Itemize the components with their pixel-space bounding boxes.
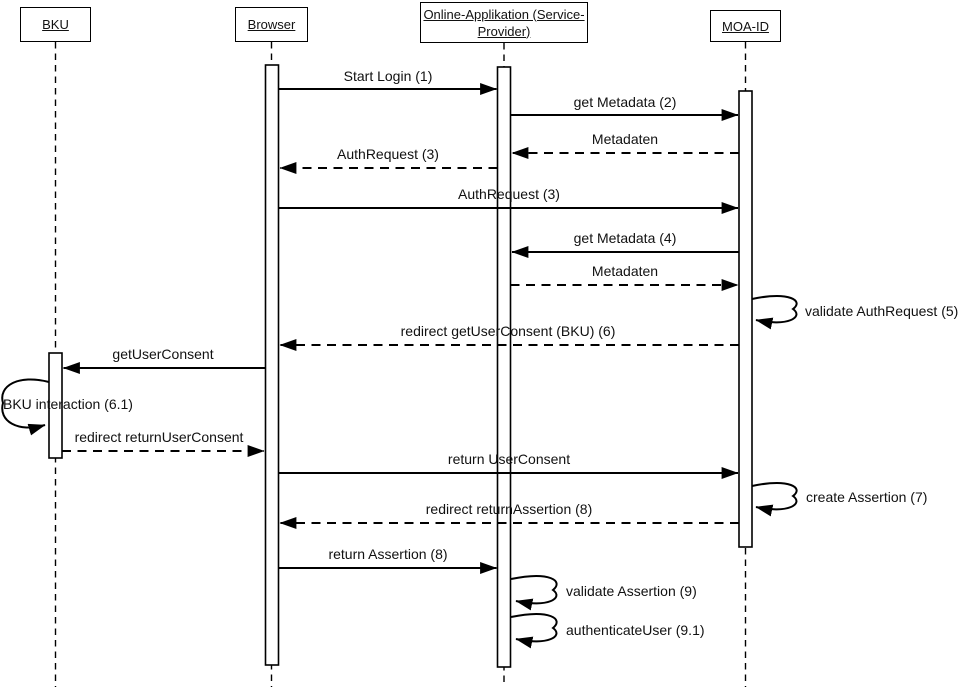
actor-label-online-applikation: Online-Applikation (Service-Provider) <box>423 6 585 39</box>
activation-bar-moa-id <box>738 90 753 548</box>
message-label-metadaten-2: Metadaten <box>591 263 659 279</box>
message-label-authrequest-3-to-moaid: AuthRequest (3) <box>458 186 560 202</box>
activation-bar-online-applikation <box>496 66 512 668</box>
actor-label-moa-id: MOA-ID <box>722 18 769 34</box>
message-label-validate-assertion: validate Assertion (9) <box>566 583 697 599</box>
message-label-return-userconsent: return UserConsent <box>447 451 571 467</box>
message-label-redirect-returnuserconsent: redirect returnUserConsent <box>74 429 244 445</box>
self-loop-authenticateuser <box>510 613 558 649</box>
message-label-get-metadata-4: get Metadata (4) <box>573 230 677 246</box>
message-label-metadaten-1: Metadaten <box>591 131 659 147</box>
message-label-redirect-returnassertion: redirect returnAssertion (8) <box>425 501 593 517</box>
message-label-authenticateuser: authenticateUser (9.1) <box>566 622 705 638</box>
self-loop-bku-interaction <box>1 378 50 436</box>
actor-box-online-applikation: Online-Applikation (Service-Provider) <box>420 2 588 43</box>
self-loop-validate-authrequest <box>751 295 798 330</box>
message-label-bku-interaction: BKU interaction (6.1) <box>3 396 133 412</box>
actor-label-bku: BKU <box>42 17 69 32</box>
message-label-authrequest-3-to-browser: AuthRequest (3) <box>337 146 439 162</box>
message-label-return-assertion: return Assertion (8) <box>328 546 448 562</box>
activation-bar-browser <box>264 64 280 666</box>
activation-bar-bku <box>48 352 63 459</box>
actor-box-bku: BKU <box>20 7 91 42</box>
actor-label-browser: Browser <box>247 17 296 32</box>
self-loop-validate-assertion <box>510 575 558 611</box>
actor-box-browser: Browser <box>235 7 308 42</box>
self-loop-create-assertion <box>751 482 798 517</box>
actor-box-moa-id: MOA-ID <box>710 10 781 42</box>
message-label-validate-authrequest: validate AuthRequest (5) <box>805 303 959 319</box>
message-label-get-metadata-2: get Metadata (2) <box>573 94 677 110</box>
message-label-getuserconsent: getUserConsent <box>112 346 214 362</box>
message-label-create-assertion: create Assertion (7) <box>806 489 928 505</box>
message-label-redirect-getuserconsent: redirect getUserConsent (BKU) (6) <box>400 323 616 339</box>
message-label-start-login: Start Login (1) <box>343 68 433 84</box>
